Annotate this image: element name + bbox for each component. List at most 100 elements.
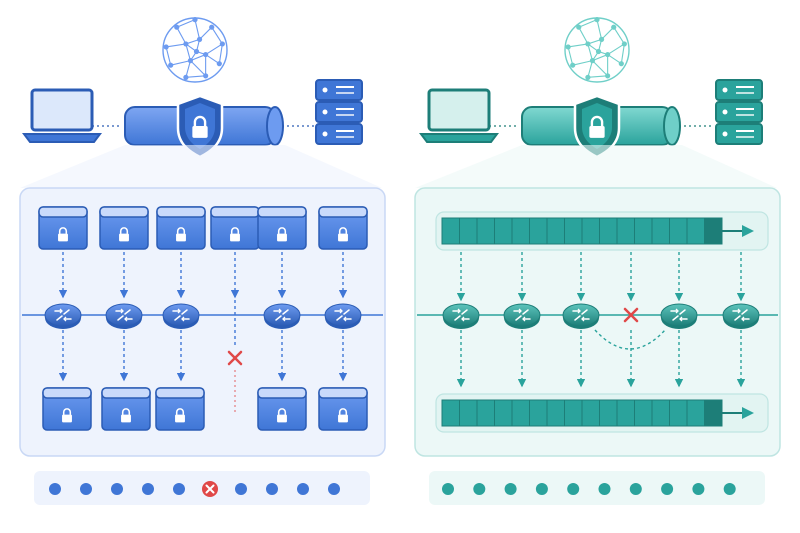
status-dot-ok (80, 483, 92, 495)
stream-segment (476, 399, 495, 427)
server-rack-icon (715, 79, 763, 145)
router-icon (162, 303, 200, 329)
stream-segment (441, 217, 460, 245)
encrypted-tunnel-icon (124, 94, 284, 159)
status-dot-ok (629, 483, 642, 495)
stream-segment (581, 399, 600, 427)
packet (38, 206, 88, 250)
laptop-icon (419, 88, 499, 143)
status-dot-ok (328, 483, 340, 495)
lock-icon (589, 115, 605, 138)
stream-segment (704, 217, 723, 245)
reroute-path (594, 329, 666, 350)
stream-segment (564, 399, 583, 427)
stream-segment (529, 217, 548, 245)
packet (257, 206, 307, 250)
stream-segment (494, 399, 513, 427)
network-globe-icon (564, 17, 630, 83)
status-bar-bg (34, 471, 370, 505)
stream-segment (494, 217, 513, 245)
lock-icon (277, 227, 287, 242)
status-dot-ok (535, 483, 548, 495)
packet (318, 206, 368, 250)
packet (42, 387, 92, 431)
stream-segment (476, 217, 495, 245)
stream-segment (651, 217, 670, 245)
packet (156, 206, 206, 250)
status-bar (34, 471, 370, 505)
stream-segment (581, 217, 600, 245)
status-dot-ok (235, 483, 247, 495)
stream-segment (546, 399, 565, 427)
laptop-icon (22, 88, 102, 143)
packet (155, 387, 205, 431)
stream-segment (459, 399, 478, 427)
funnel (415, 145, 777, 188)
lock-icon (338, 227, 348, 242)
router-icon (324, 303, 362, 329)
router-icon (722, 303, 760, 329)
failure-x-icon (227, 350, 243, 366)
status-dot-ok (473, 483, 486, 495)
stream-segment (616, 217, 635, 245)
status-dot-ok (567, 483, 580, 495)
stream-segment (459, 217, 478, 245)
lock-icon (230, 227, 240, 242)
status-dot-ok (297, 483, 309, 495)
packet (318, 387, 368, 431)
router-icon (263, 303, 301, 329)
funnel (20, 145, 382, 188)
failure-x-icon (623, 307, 639, 323)
lock-icon (277, 408, 287, 423)
lock-icon (119, 227, 129, 242)
stream-segment (686, 399, 705, 427)
stream-segment (564, 217, 583, 245)
status-dot-ok (173, 483, 185, 495)
lock-icon (58, 227, 68, 242)
status-dot-ok (442, 483, 454, 495)
stream-segment (651, 399, 670, 427)
lock-icon (176, 227, 186, 242)
stream-segment (441, 399, 460, 427)
status-dot-ok (111, 483, 123, 495)
stream-segment (599, 217, 618, 245)
status-bar-bg (429, 471, 765, 505)
stream-segment (511, 217, 530, 245)
packet (257, 387, 307, 431)
lock-icon (121, 408, 131, 423)
stream-segment (686, 217, 705, 245)
stream-segment (529, 399, 548, 427)
router-icon (562, 303, 600, 329)
lock-icon (62, 408, 72, 423)
status-dot-ok (598, 483, 611, 495)
packet (99, 206, 149, 250)
router-icon (503, 303, 541, 329)
stream-segment (616, 399, 635, 427)
status-dot-ok (142, 483, 154, 495)
data-stream (435, 393, 769, 433)
lock-icon (338, 408, 348, 423)
router-icon (44, 303, 82, 329)
stream-segment (669, 399, 688, 427)
encrypted-tunnel-icon (521, 94, 681, 159)
stream-segment (634, 399, 653, 427)
left-panel (19, 17, 386, 505)
data-stream (435, 211, 769, 251)
stream-segment (511, 399, 530, 427)
status-dot-ok (661, 483, 674, 495)
packet (101, 387, 151, 431)
right-panel (414, 17, 781, 505)
stream-segment (546, 217, 565, 245)
status-dot-ok (692, 483, 705, 495)
router-icon (442, 303, 480, 329)
stream-segment (669, 217, 688, 245)
status-bar (429, 471, 765, 505)
lock-shield-icon (573, 94, 621, 159)
lock-icon (192, 115, 208, 138)
server-rack-icon (315, 79, 363, 145)
network-globe-icon (162, 17, 228, 83)
stream-segment (634, 217, 653, 245)
status-dot-ok (49, 483, 61, 495)
